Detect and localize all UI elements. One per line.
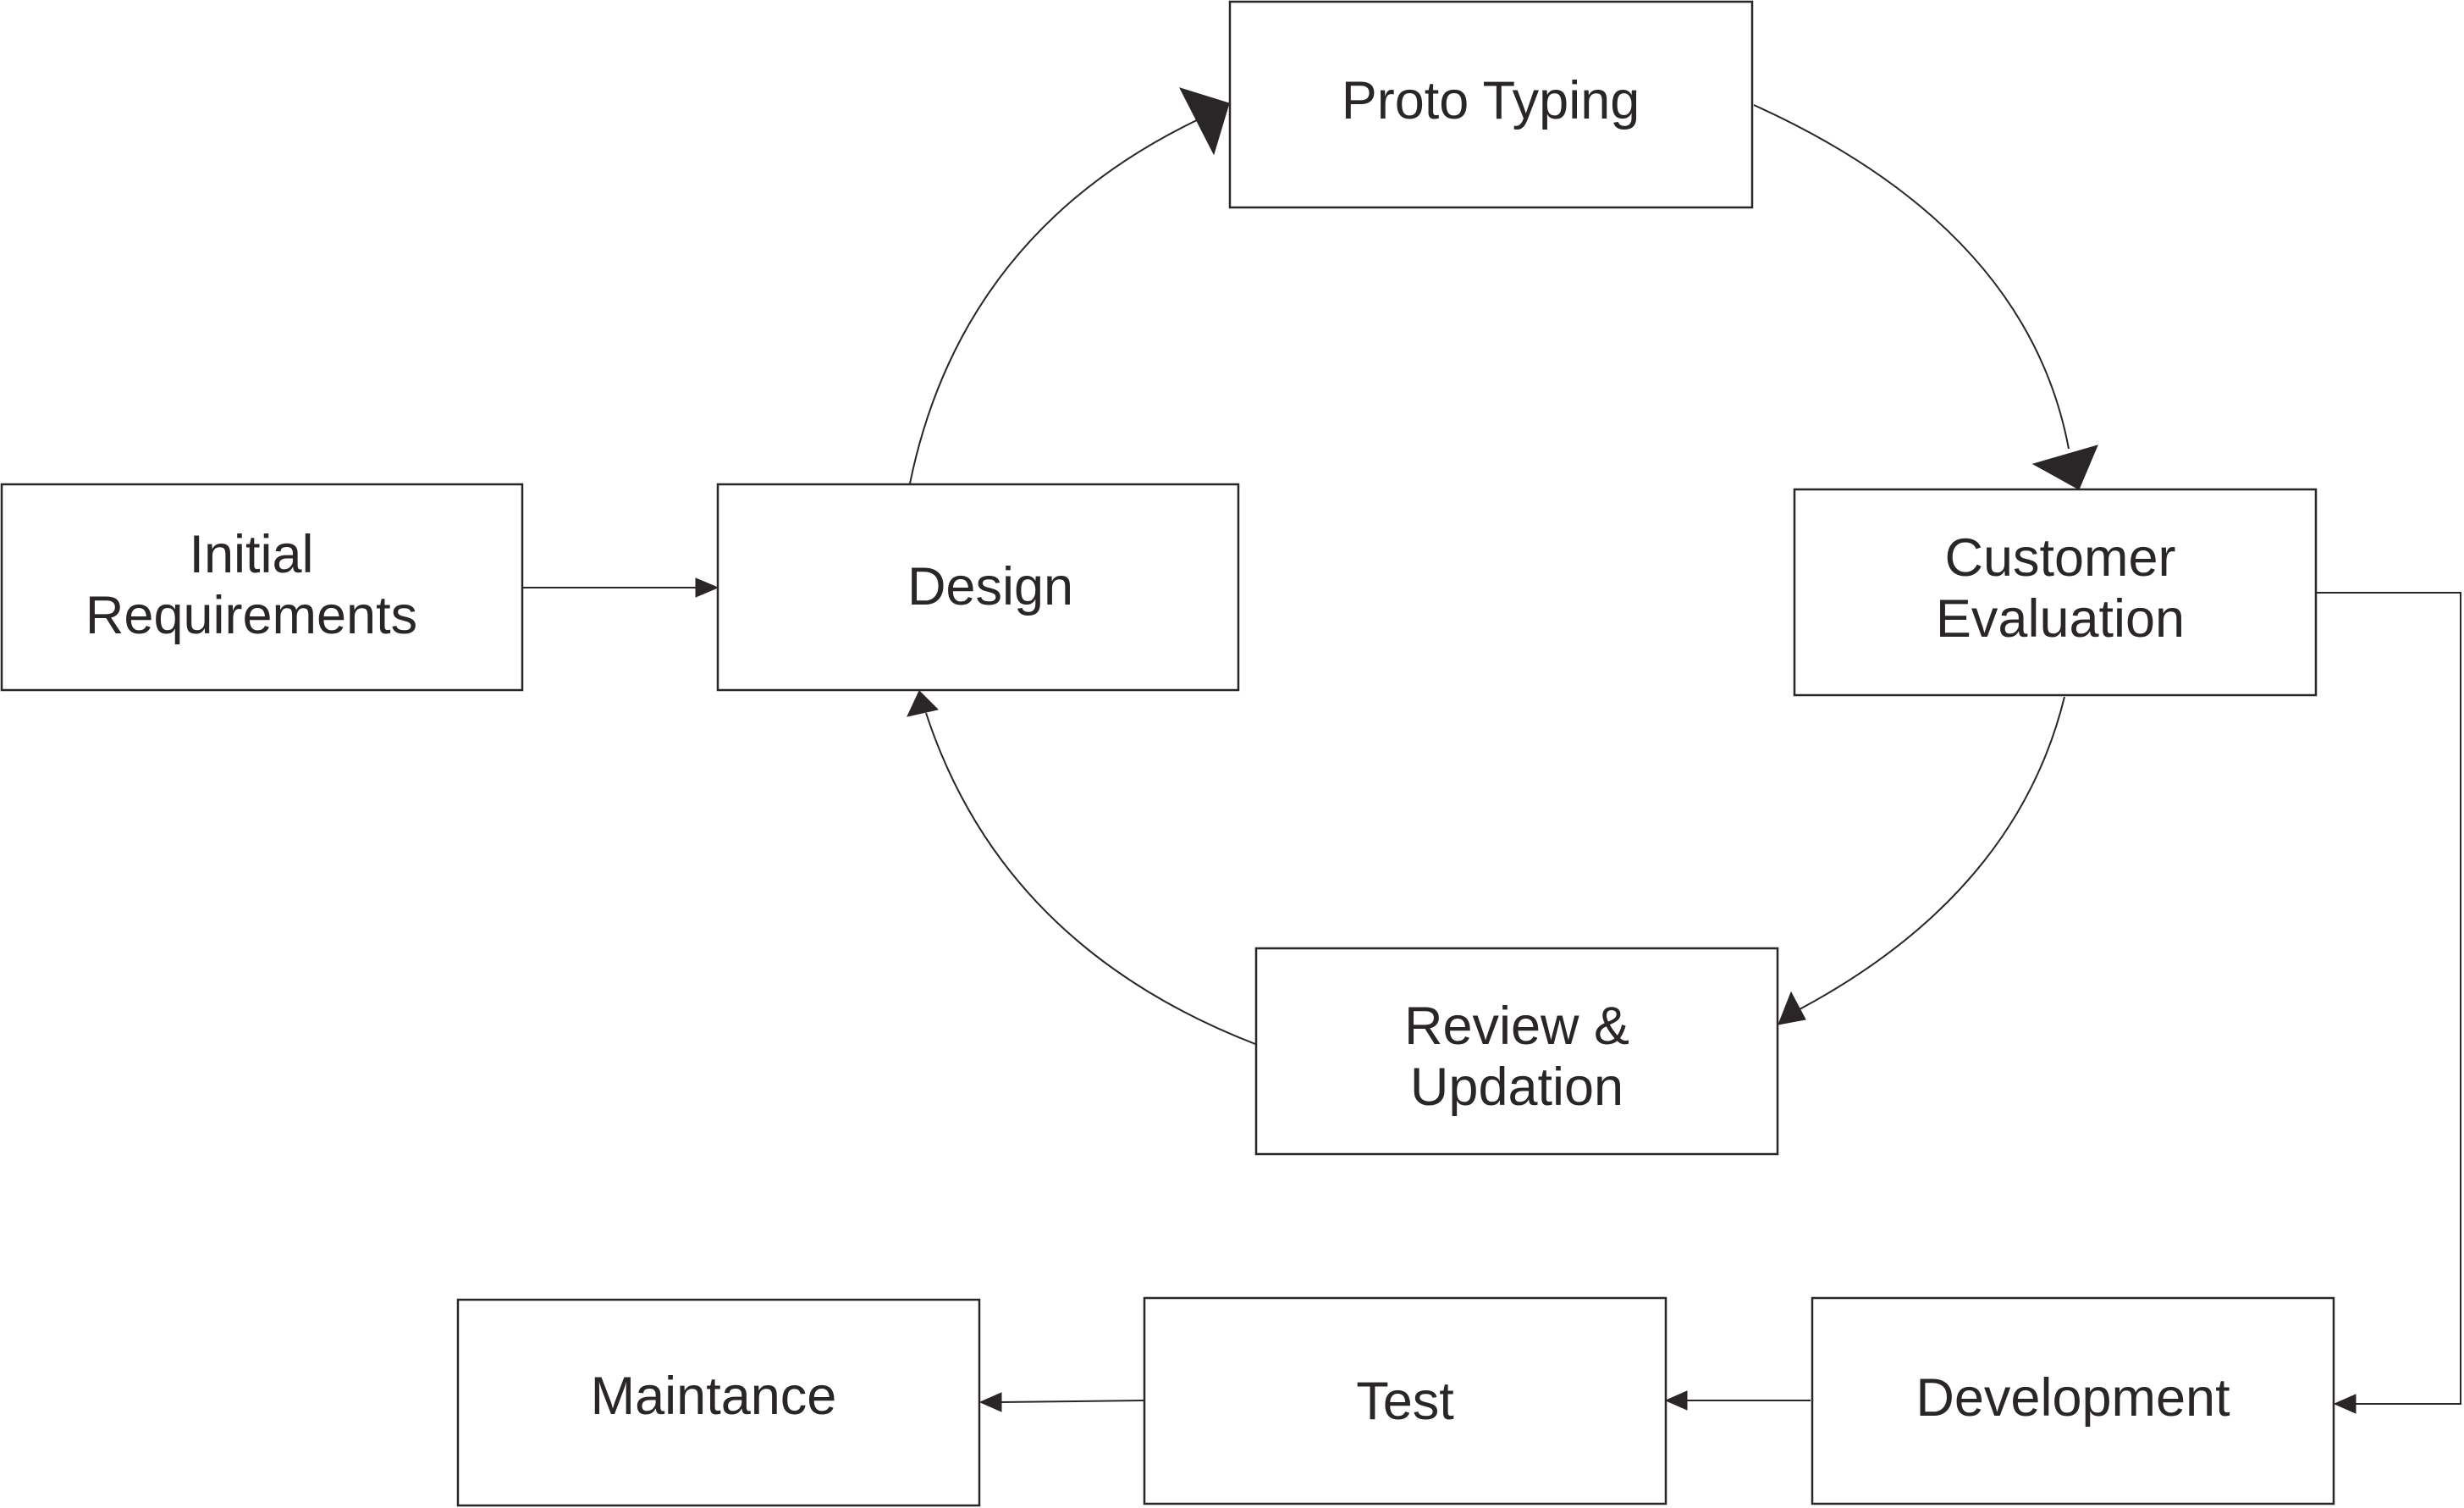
arrowhead-icon (695, 577, 719, 598)
node-customer-evaluation: Customer Evaluation (1793, 488, 2318, 697)
node-design: Design (716, 483, 1240, 692)
node-label: Design (907, 557, 1073, 616)
node-label-line2: Evaluation (1936, 589, 2185, 649)
node-review-updation: Review & Updation (1254, 947, 1779, 1156)
arrowhead-icon (1664, 1390, 1688, 1411)
edge-customer-evaluation-to-development (2317, 592, 2461, 1414)
arrowhead-icon (2031, 445, 2098, 490)
arrowhead-icon (1778, 991, 1806, 1025)
edge-design-to-proto-typing (909, 87, 1230, 484)
arrowhead-icon (907, 690, 939, 717)
node-test: Test (1143, 1296, 1667, 1505)
edge-development-to-test (1664, 1390, 1811, 1411)
node-initial-requirements: Initial Requirements (0, 483, 524, 692)
edge-test-to-maintance (978, 1392, 1144, 1412)
arrowhead-icon (2333, 1394, 2357, 1414)
node-proto-typing: Proto Typing (1228, 0, 1754, 209)
node-label-line2: Updation (1410, 1058, 1623, 1117)
edge-initial-requirements-to-design (522, 577, 719, 598)
edge-customer-evaluation-to-review-updation (1778, 696, 2065, 1025)
node-development: Development (1811, 1296, 2335, 1505)
node-label-line1: Customer (1944, 528, 2175, 588)
node-maintance: Maintance (456, 1298, 981, 1507)
node-label: Maintance (591, 1367, 837, 1426)
edge-proto-typing-to-customer-evaluation (1753, 104, 2098, 490)
node-label-line1: Initial (189, 525, 313, 584)
node-label: Proto Typing (1342, 71, 1640, 130)
arrowhead-icon (978, 1392, 1002, 1412)
arrowhead-icon (1179, 87, 1230, 156)
node-label-line2: Requirements (85, 586, 417, 645)
node-label: Test (1356, 1372, 1454, 1431)
node-label-line1: Review & (1404, 997, 1629, 1056)
node-label: Development (1916, 1368, 2230, 1428)
edge-review-updation-to-design (907, 690, 1256, 1045)
